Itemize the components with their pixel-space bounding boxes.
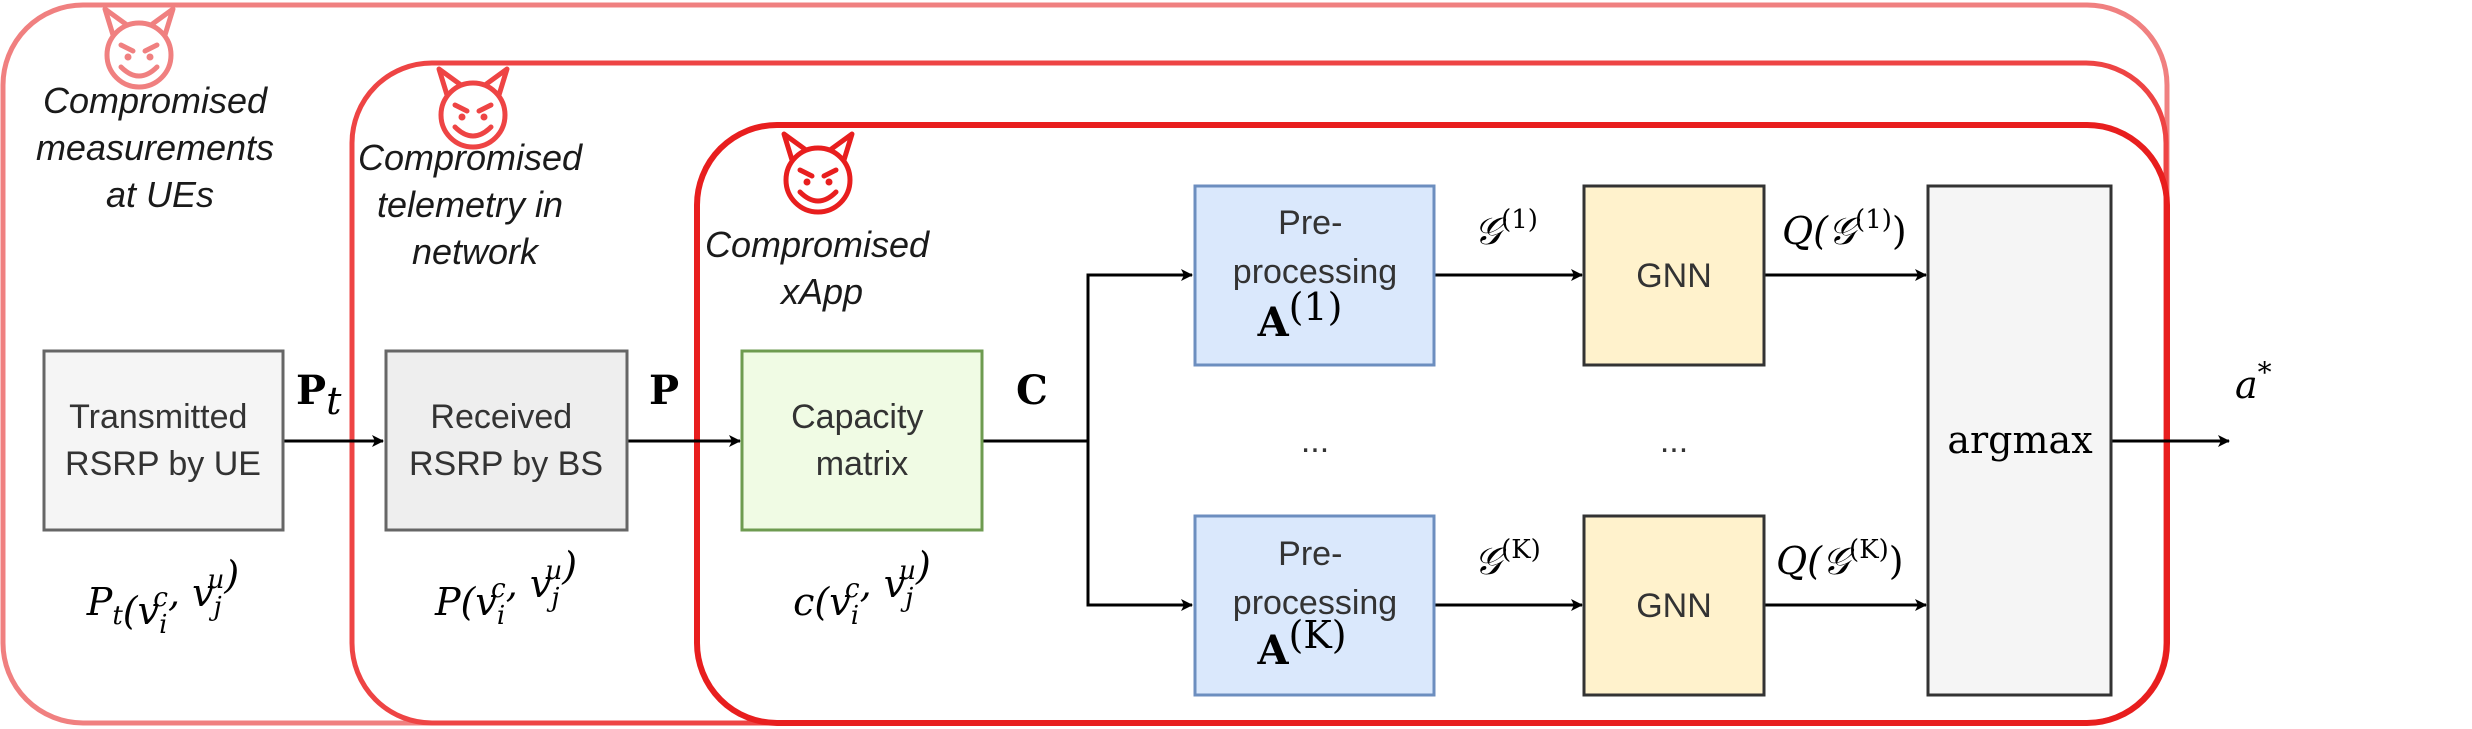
edge-label-q-bottom: Q(𝒢(K)): [1776, 535, 1904, 583]
box-preprocessing-top-label: Pre- processing: [1233, 204, 1397, 291]
edge-label-pt: Pt: [296, 367, 342, 423]
ellipsis-gnn: ...: [1660, 422, 1688, 460]
edge-label-c: C: [1016, 367, 1048, 414]
box-gnn-top-label: GNN: [1636, 257, 1712, 295]
devil-icon: [784, 134, 852, 212]
zone-network-label: Compromised telemetry in network: [358, 137, 592, 272]
zone-xapp: Compromised xApp: [694, 122, 2170, 726]
matrix-a-bottom: A(K): [1256, 613, 1346, 674]
zone-ue: Compromised measurements at UEs: [0, 2, 2170, 726]
box-gnn-bottom-label: GNN: [1636, 587, 1712, 625]
zone-ue-border: [0, 2, 2170, 726]
zone-ue-label: Compromised measurements at UEs: [36, 80, 284, 215]
arrow-capacity-to-pre-bottom: [1086, 441, 1193, 611]
devil-icon: [105, 9, 173, 87]
box-received: Received RSRP by BS: [384, 349, 629, 532]
zone-xapp-border: [694, 122, 2170, 726]
box-capacity-label: Capacity matrix: [791, 398, 933, 483]
box-received-label: Received RSRP by BS: [409, 398, 603, 483]
box-argmax-label: argmax: [1947, 418, 2092, 462]
box-argmax: argmax: [1926, 184, 2113, 697]
box-capacity: Capacity matrix: [740, 349, 984, 532]
box-preprocessing-bottom: Pre- processing A(K): [1193, 514, 1436, 697]
zone-xapp-label: Compromised xApp: [705, 224, 939, 312]
box-gnn-top: GNN: [1582, 184, 1766, 367]
edge-label-p: P: [649, 367, 679, 414]
arrow-capacity-to-pre-top: [982, 269, 1193, 443]
box-preprocessing-bottom-label: Pre- processing: [1233, 535, 1397, 622]
formula-capacity: c(vic, vju): [793, 544, 931, 631]
edge-label-q-top: Q(𝒢(1)): [1782, 205, 1907, 253]
box-gnn-bottom: GNN: [1582, 514, 1766, 697]
edge-label-g-bottom: 𝒢(K): [1474, 535, 1541, 583]
edge-label-a-star: a*: [2235, 356, 2272, 407]
formula-transmitted: Pt(vic, vju): [86, 553, 240, 640]
connectors: [283, 269, 2230, 611]
ellipsis-preprocessing: ...: [1301, 422, 1329, 460]
box-transmitted: Transmitted RSRP by UE: [42, 349, 285, 532]
edge-label-g-top: 𝒢(1): [1474, 205, 1538, 253]
formula-received: P(vic, vju): [434, 544, 577, 631]
devil-icon: [439, 69, 507, 147]
matrix-a-top: A(1): [1257, 285, 1343, 346]
box-preprocessing-top: Pre- processing A(1): [1193, 184, 1436, 367]
box-transmitted-label: Transmitted RSRP by UE: [65, 398, 261, 483]
